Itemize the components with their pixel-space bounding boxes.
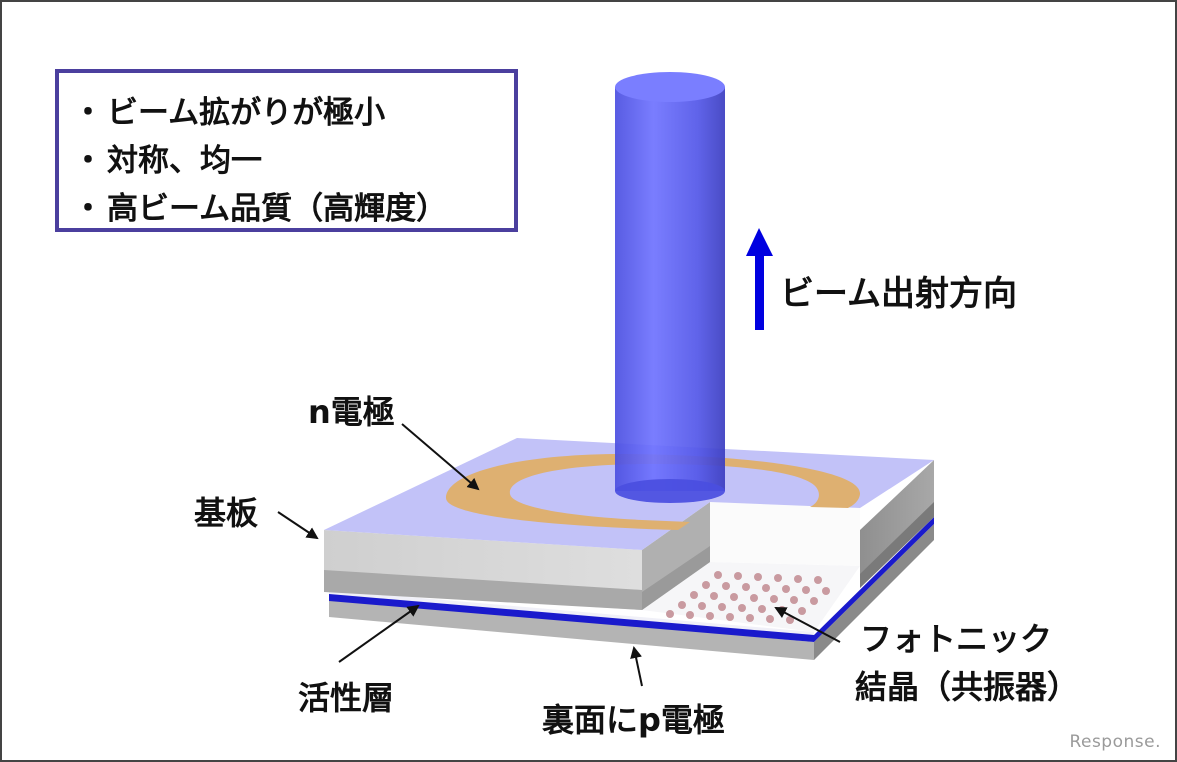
substrate bbox=[324, 502, 710, 610]
bullet: ・ bbox=[72, 95, 104, 131]
feature-box: ・ビーム拡がりが極小 ・対称、均一 ・高ビーム品質（高輝度） bbox=[55, 69, 518, 232]
bullet: ・ bbox=[72, 191, 104, 227]
active-layer-pointer bbox=[338, 604, 420, 663]
photonic-crystal-label-2: 結晶（共振器） bbox=[855, 668, 1080, 706]
beam-direction-label: ビーム出射方向 bbox=[780, 274, 1017, 314]
feature-item: ・高ビーム品質（高輝度） bbox=[69, 185, 514, 233]
substrate-label: 基板 bbox=[194, 494, 259, 532]
n-electrode-label: n電極 bbox=[308, 393, 395, 431]
photonic-crystal bbox=[642, 562, 860, 632]
beam-direction-arrow bbox=[746, 228, 773, 330]
n-electrode-pointer bbox=[401, 423, 480, 491]
p-electrode-pointer bbox=[630, 646, 643, 687]
feature-item: ・ビーム拡がりが極小 bbox=[69, 89, 514, 137]
feature-item: ・対称、均一 bbox=[69, 137, 514, 185]
chip-base bbox=[329, 460, 934, 660]
bullet: ・ bbox=[72, 143, 104, 179]
p-electrode-label: 裏面にp電極 bbox=[542, 701, 725, 739]
n-electrode-ring bbox=[446, 454, 861, 530]
photonic-crystal-pointer bbox=[774, 607, 841, 643]
beam-cylinder bbox=[615, 72, 725, 503]
active-layer-label: 活性層 bbox=[298, 679, 395, 717]
watermark-logo: Response. bbox=[1069, 732, 1161, 752]
substrate-pointer bbox=[277, 511, 319, 540]
cutout-wall bbox=[710, 502, 860, 566]
photonic-crystal-label-1: フォトニック bbox=[860, 620, 1053, 658]
active-layer bbox=[329, 594, 814, 642]
